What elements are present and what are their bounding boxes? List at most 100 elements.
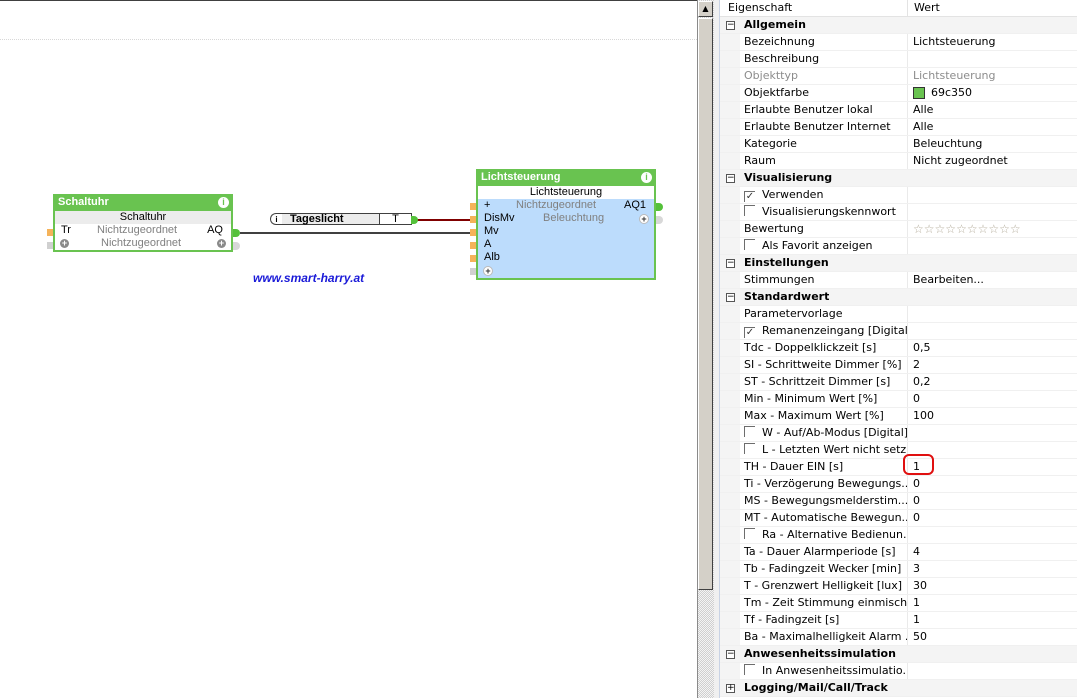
property-value[interactable]: [908, 442, 1077, 458]
property-value[interactable]: Beleuchtung: [908, 136, 1077, 152]
input-port-dismv[interactable]: [470, 216, 476, 223]
property-value[interactable]: Lichtsteuerung: [908, 34, 1077, 50]
property-row[interactable]: MS - Bewegungsmelderstim...0: [720, 493, 1077, 510]
property-row[interactable]: Beschreibung: [720, 51, 1077, 68]
property-row[interactable]: Parametervorlage: [720, 306, 1077, 323]
property-row[interactable]: MT - Automatische Bewegun...0: [720, 510, 1077, 527]
property-value[interactable]: [908, 238, 1077, 254]
logic-canvas[interactable]: Schaltuhr i Schaltuhr Tr Nichtzugeordnet…: [0, 0, 697, 698]
star-icon[interactable]: ☆: [966, 222, 978, 236]
property-row[interactable]: Tm - Zeit Stimmung einmisch...1: [720, 595, 1077, 612]
property-value[interactable]: Lichtsteuerung: [908, 68, 1077, 84]
add-input-icon[interactable]: +: [60, 238, 69, 248]
checkbox-unchecked[interactable]: [744, 443, 755, 454]
property-row[interactable]: Max - Maximum Wert [%]100: [720, 408, 1077, 425]
checkbox-unchecked[interactable]: [744, 205, 755, 216]
property-row[interactable]: TH - Dauer EIN [s]1: [720, 459, 1077, 476]
tag-output-port[interactable]: [411, 216, 418, 224]
checkbox-checked[interactable]: ✓: [744, 327, 755, 338]
property-value[interactable]: 100: [908, 408, 1077, 424]
expand-icon[interactable]: +: [726, 683, 735, 693]
property-row[interactable]: Tb - Fadingzeit Wecker [min]3: [720, 561, 1077, 578]
input-port-add[interactable]: [470, 268, 476, 275]
category-row[interactable]: −Einstellungen: [720, 255, 1077, 272]
property-value[interactable]: 1: [908, 595, 1077, 611]
output-port-add[interactable]: [656, 216, 663, 224]
property-value[interactable]: 1: [908, 612, 1077, 628]
property-row[interactable]: ST - Schrittzeit Dimmer [s]0,2: [720, 374, 1077, 391]
property-value[interactable]: 2: [908, 357, 1077, 373]
collapse-icon[interactable]: −: [726, 649, 735, 659]
block-title[interactable]: Schaltuhr i: [53, 194, 233, 211]
star-icon[interactable]: ☆: [988, 222, 1000, 236]
checkbox-unchecked[interactable]: [744, 426, 755, 437]
scroll-up-button[interactable]: ▲: [698, 1, 713, 17]
block-title[interactable]: Lichtsteuerung i: [476, 169, 656, 186]
property-value[interactable]: 0: [908, 476, 1077, 492]
star-icon[interactable]: ☆: [945, 222, 957, 236]
tag-tageslicht[interactable]: i Tageslicht T: [270, 213, 412, 225]
star-icon[interactable]: ☆: [913, 222, 924, 236]
property-value[interactable]: 69c350: [908, 85, 1077, 101]
property-value[interactable]: 1: [908, 459, 1077, 475]
add-output-icon[interactable]: +: [217, 238, 226, 248]
input-port-plus[interactable]: [470, 203, 476, 210]
rating-stars[interactable]: ☆☆☆☆☆☆☆☆☆☆: [913, 221, 1021, 237]
property-value[interactable]: ☆☆☆☆☆☆☆☆☆☆: [908, 221, 1077, 237]
panel-splitter[interactable]: [714, 0, 720, 698]
property-row[interactable]: SI - Schrittweite Dimmer [%]2: [720, 357, 1077, 374]
property-value[interactable]: 30: [908, 578, 1077, 594]
block-schaltuhr[interactable]: Schaltuhr i Schaltuhr Tr Nichtzugeordnet…: [53, 194, 233, 252]
column-header-value[interactable]: Wert: [914, 1, 940, 14]
scroll-thumb[interactable]: [698, 18, 713, 590]
property-value[interactable]: [908, 323, 1077, 339]
property-value[interactable]: Nicht zugeordnet: [908, 153, 1077, 169]
property-value[interactable]: Alle: [908, 102, 1077, 118]
property-row[interactable]: Bewertung☆☆☆☆☆☆☆☆☆☆: [720, 221, 1077, 238]
property-row[interactable]: L - Letzten Wert nicht setz...: [720, 442, 1077, 459]
collapse-icon[interactable]: −: [726, 20, 735, 30]
property-row[interactable]: T - Grenzwert Helligkeit [lux]30: [720, 578, 1077, 595]
star-icon[interactable]: ☆: [1009, 222, 1021, 236]
property-value[interactable]: 0: [908, 391, 1077, 407]
checkbox-unchecked[interactable]: [744, 239, 755, 250]
block-lichtsteuerung[interactable]: Lichtsteuerung i Lichtsteuerung + Nichtz…: [476, 169, 656, 280]
property-value[interactable]: Bearbeiten...: [908, 272, 1077, 288]
property-value[interactable]: [908, 527, 1077, 543]
property-row[interactable]: ✓Remanenzeingang [Digital]: [720, 323, 1077, 340]
property-row[interactable]: W - Auf/Ab-Modus [Digital]: [720, 425, 1077, 442]
info-icon[interactable]: i: [218, 197, 229, 208]
property-row[interactable]: Visualisierungskennwort: [720, 204, 1077, 221]
checkbox-unchecked[interactable]: [744, 664, 755, 675]
output-port-aq1[interactable]: [656, 203, 663, 211]
property-value[interactable]: [908, 663, 1077, 679]
property-value[interactable]: 0: [908, 493, 1077, 509]
property-row[interactable]: In Anwesenheitssimulatio...: [720, 663, 1077, 680]
info-icon[interactable]: i: [641, 172, 652, 183]
property-row[interactable]: Ra - Alternative Bedienun...: [720, 527, 1077, 544]
category-row[interactable]: −Visualisierung: [720, 170, 1077, 187]
property-row[interactable]: Als Favorit anzeigen: [720, 238, 1077, 255]
property-value[interactable]: 3: [908, 561, 1077, 577]
property-value[interactable]: [908, 306, 1077, 322]
property-value[interactable]: 0,2: [908, 374, 1077, 390]
category-row[interactable]: +Logging/Mail/Call/Track: [720, 680, 1077, 697]
property-row[interactable]: Ti - Verzögerung Bewegungs...0: [720, 476, 1077, 493]
property-row[interactable]: Ta - Dauer Alarmperiode [s]4: [720, 544, 1077, 561]
add-input-icon[interactable]: +: [483, 266, 493, 276]
property-row[interactable]: Ba - Maximalhelligkeit Alarm ...50: [720, 629, 1077, 646]
category-row[interactable]: −Anwesenheitssimulation: [720, 646, 1077, 663]
input-port-tr[interactable]: [47, 229, 53, 236]
star-icon[interactable]: ☆: [934, 222, 946, 236]
checkbox-unchecked[interactable]: [744, 528, 755, 539]
output-port-add[interactable]: [233, 242, 240, 250]
input-port-a[interactable]: [470, 242, 476, 249]
property-row[interactable]: Tdc - Doppelklickzeit [s]0,5: [720, 340, 1077, 357]
checkbox-checked[interactable]: ✓: [744, 191, 755, 202]
property-value[interactable]: [908, 425, 1077, 441]
